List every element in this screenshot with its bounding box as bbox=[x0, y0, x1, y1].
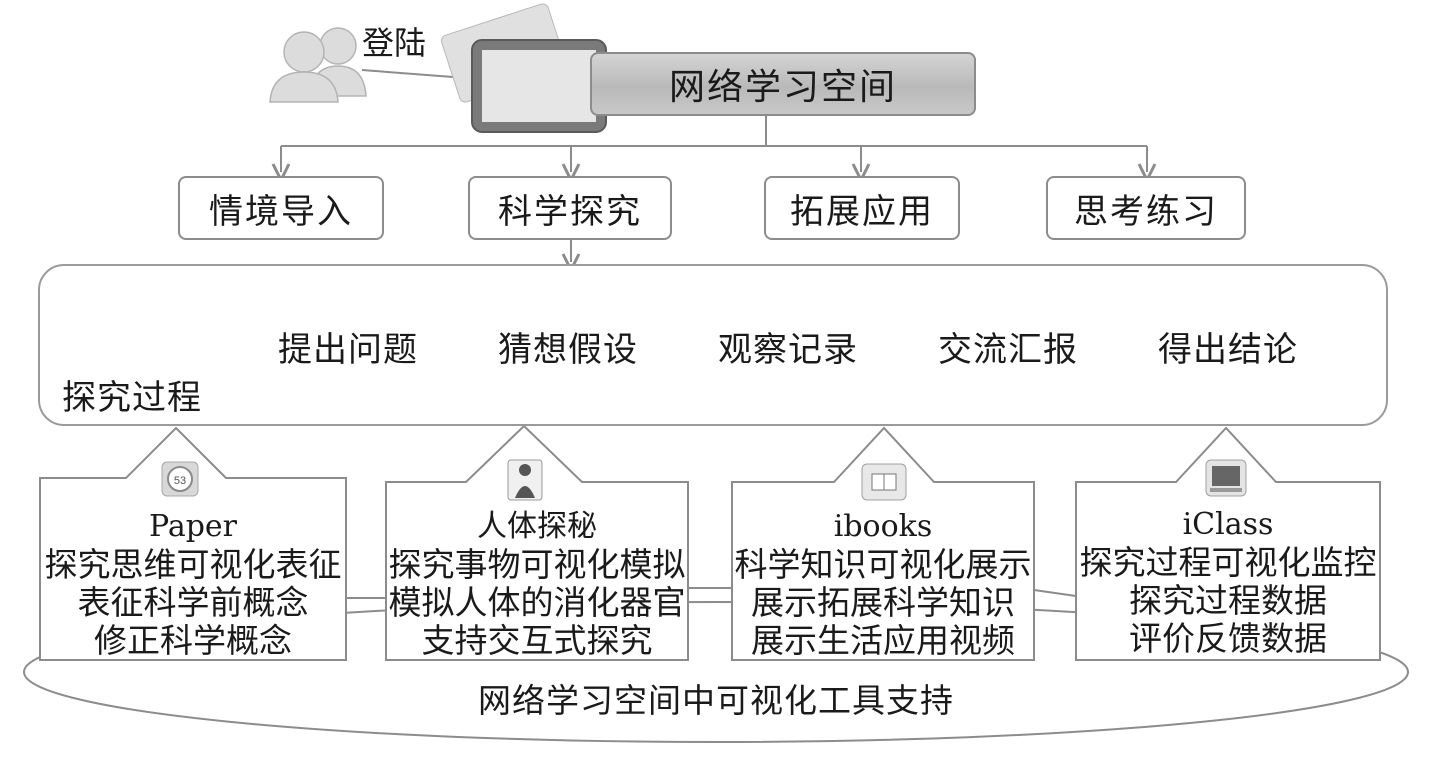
paper-icon-label: 53 bbox=[174, 475, 186, 487]
category-label: 科学探究 bbox=[498, 191, 642, 232]
tool-line: 展示拓展科学知识 bbox=[751, 583, 1015, 622]
tool-name: Paper bbox=[148, 509, 238, 544]
iclass-app-icon bbox=[1205, 459, 1247, 497]
tool-links bbox=[346, 587, 1077, 599]
tool-line: 科学知识可视化展示 bbox=[734, 545, 1032, 584]
category-intro: 情境导入 bbox=[178, 176, 384, 240]
tool-name: iClass bbox=[1182, 507, 1274, 542]
tool-line: 探究事物可视化模拟 bbox=[388, 545, 686, 584]
tablet-icon bbox=[440, 3, 607, 133]
tool-line: 修正科学概念 bbox=[94, 621, 292, 660]
tool-line: 展示生活应用视频 bbox=[751, 621, 1015, 660]
step-conclusion: 得出结论 bbox=[1158, 330, 1298, 370]
tool-line: 表征科学前概念 bbox=[77, 583, 309, 622]
step-ask-question: 提出问题 bbox=[278, 330, 418, 370]
category-inquiry: 科学探究 bbox=[468, 176, 672, 240]
footer-label: 网络学习空间中可视化工具支持 bbox=[478, 681, 954, 720]
support-ellipse bbox=[23, 601, 1409, 743]
login-arrow bbox=[361, 70, 466, 78]
space-title-bar: 网络学习空间 bbox=[590, 52, 976, 116]
tool-line: 模拟人体的消化器官 bbox=[388, 583, 686, 622]
tool-callouts bbox=[39, 424, 1381, 661]
category-practice: 思考练习 bbox=[1046, 176, 1246, 240]
tool-line: 探究过程数据 bbox=[1129, 581, 1327, 620]
human-body-app-icon bbox=[507, 459, 543, 501]
paper-app-icon bbox=[161, 461, 199, 497]
login-label: 登陆 bbox=[362, 24, 427, 62]
category-label: 拓展应用 bbox=[790, 191, 934, 232]
tool-line: 评价反馈数据 bbox=[1129, 619, 1327, 658]
category-connectors bbox=[281, 116, 1147, 262]
inquiry-process-panel bbox=[38, 264, 1388, 426]
tool-paper: Paper 探究思维可视化表征 表征科学前概念 修正科学概念 bbox=[40, 508, 346, 660]
category-application: 拓展应用 bbox=[764, 176, 960, 240]
tool-human-body: 人体探秘 探究事物可视化模拟 模拟人体的消化器官 支持交互式探究 bbox=[386, 508, 688, 660]
tool-name: ibooks bbox=[833, 509, 933, 544]
category-label: 情境导入 bbox=[209, 191, 353, 232]
space-title: 网络学习空间 bbox=[668, 67, 897, 108]
ibooks-app-icon bbox=[861, 463, 907, 501]
category-label: 思考练习 bbox=[1074, 191, 1218, 232]
tool-iclass: iClass 探究过程可视化监控 探究过程数据 评价反馈数据 bbox=[1076, 506, 1380, 658]
step-observe-record: 观察记录 bbox=[718, 330, 858, 370]
tool-name: 人体探秘 bbox=[477, 509, 597, 544]
tool-ibooks: ibooks 科学知识可视化展示 展示拓展科学知识 展示生活应用视频 bbox=[732, 508, 1034, 660]
step-hypothesis: 猜想假设 bbox=[498, 330, 638, 370]
tool-line: 探究过程可视化监控 bbox=[1079, 543, 1377, 582]
step-report: 交流汇报 bbox=[938, 330, 1078, 370]
process-label: 探究过程 bbox=[62, 378, 202, 418]
tool-line: 支持交互式探究 bbox=[421, 621, 653, 660]
users-icon bbox=[269, 27, 367, 103]
tool-line: 探究思维可视化表征 bbox=[44, 545, 342, 584]
